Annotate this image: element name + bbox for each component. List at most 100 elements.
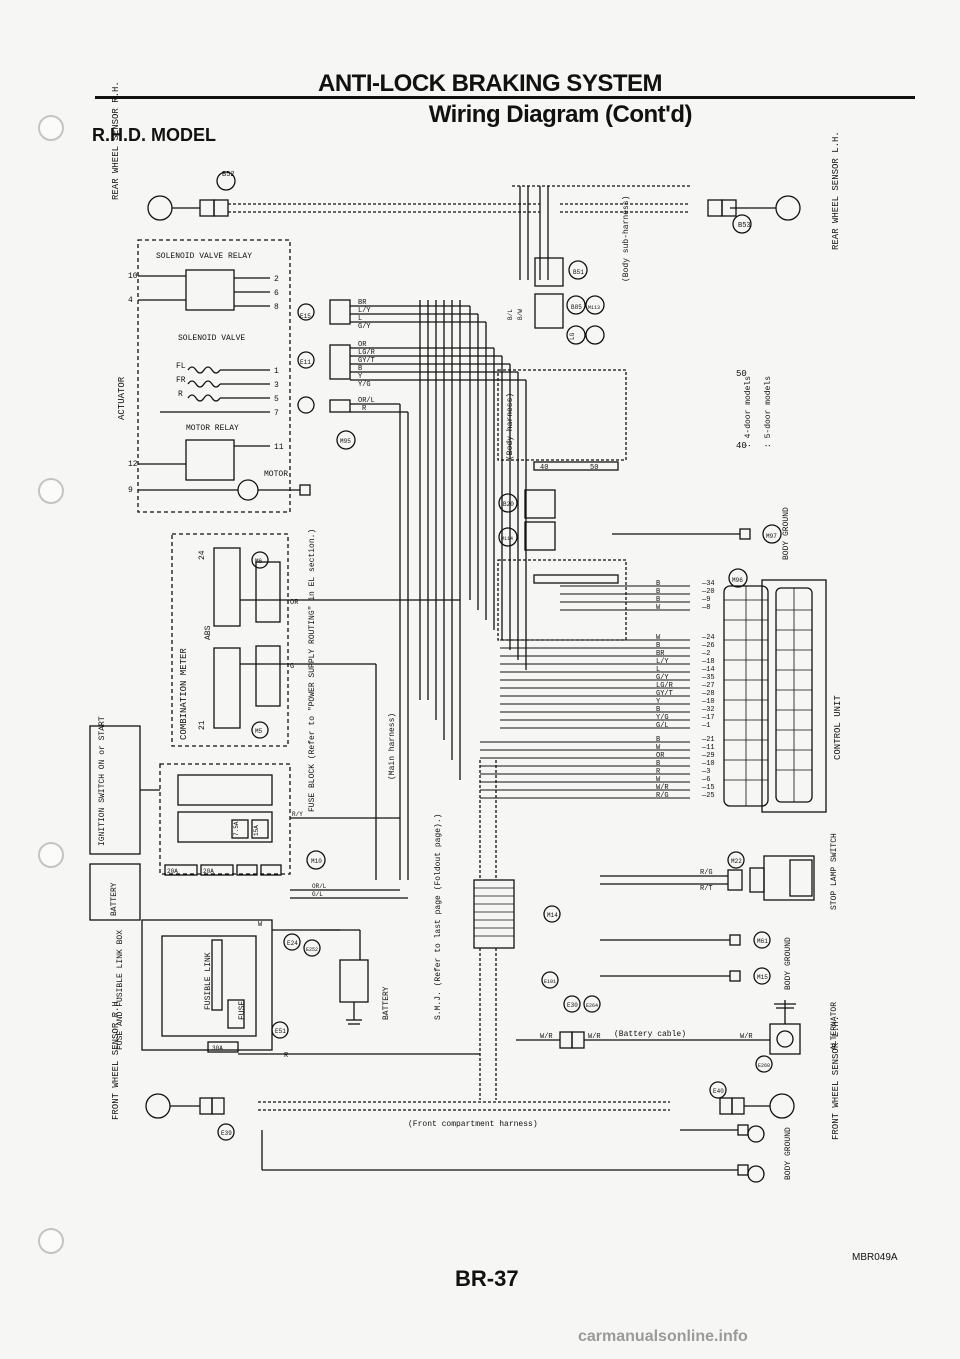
pin-color-10: LG/R bbox=[656, 682, 674, 690]
pin-number-15: —1 bbox=[701, 722, 710, 730]
actuator-pin-3: 3 bbox=[274, 381, 279, 390]
connector-m113-symbol bbox=[585, 295, 605, 315]
pin-number-23: —25 bbox=[701, 792, 715, 800]
pin-number-21: —6 bbox=[701, 776, 710, 784]
fuse-label: FUSE bbox=[238, 1001, 247, 1020]
pin-number-6: —2 bbox=[701, 650, 710, 658]
pin-number-18: —29 bbox=[701, 752, 715, 760]
model-label: R.H.D. MODEL bbox=[92, 125, 216, 145]
motor-label: MOTOR bbox=[264, 470, 288, 479]
actuator-pin-11: 11 bbox=[274, 443, 284, 452]
connector-b53-label: B53 bbox=[738, 222, 751, 230]
pin-color-6: BR bbox=[656, 650, 665, 658]
pin-number-12: —10 bbox=[701, 698, 715, 706]
title-rule bbox=[95, 96, 915, 99]
pin-color-20: R bbox=[656, 768, 661, 776]
wire-br: BR bbox=[358, 299, 367, 307]
wire-l: L bbox=[358, 315, 362, 323]
wire-fl-w: W bbox=[258, 921, 263, 929]
actuator-pin-7: 7 bbox=[274, 409, 279, 418]
connector-b85-symbol bbox=[566, 295, 586, 315]
connector-b20-label: B20 bbox=[503, 501, 514, 508]
pin-color-2: B bbox=[656, 596, 660, 604]
actuator-pin-8: 8 bbox=[274, 303, 279, 312]
wire-stop-rt: R/T bbox=[700, 885, 713, 893]
fusible-link-box-label: FUSE AND FUSIBLE LINK BOX bbox=[116, 930, 125, 1050]
wire-alt-wr-2: W/R bbox=[588, 1033, 601, 1041]
connector-e51-label: E51 bbox=[275, 1028, 286, 1035]
wire-fuse-ry: R/Y bbox=[292, 811, 303, 818]
wire-meter-or: OR bbox=[290, 599, 299, 607]
connector-b52-label: B52 bbox=[222, 171, 235, 179]
stop-lamp-label: STOP LAMP SWITCH bbox=[830, 833, 839, 910]
pin-color-11: GY/T bbox=[656, 690, 673, 698]
wire-yg: Y/G bbox=[358, 381, 371, 389]
pin-color-23: R/G bbox=[656, 792, 669, 800]
valve-fr-label: FR bbox=[176, 376, 186, 385]
connector-b85-label: B85 bbox=[571, 304, 582, 311]
smj-label: S.M.J. (Refer to last page (Foldout page… bbox=[434, 814, 443, 1020]
wire-b: B bbox=[358, 365, 362, 373]
pin-color-0: B bbox=[656, 580, 660, 588]
wire-lgr: LG/R bbox=[358, 349, 376, 357]
pin-number-13: —32 bbox=[701, 706, 715, 714]
connector-m97-label: M97 bbox=[766, 533, 777, 540]
control-unit-pin-list: B—34B—20B—9W—8W—24B—26BR—2L/Y—18L—14G/Y—… bbox=[656, 580, 715, 800]
battery-cable-label: (Battery cable) bbox=[614, 1030, 686, 1039]
pin-color-12: Y bbox=[656, 698, 661, 706]
wire-lg: LG bbox=[569, 332, 576, 340]
binder-hole-3 bbox=[38, 842, 64, 868]
pin-color-18: OR bbox=[656, 752, 665, 760]
fuse-15a: 15A bbox=[253, 825, 260, 836]
solenoid-relay-label: SOLENOID VALVE RELAY bbox=[156, 252, 252, 261]
control-unit-label: CONTROL UNIT bbox=[833, 695, 843, 760]
pin-color-3: W bbox=[656, 604, 661, 612]
connector-e39-label: E39 bbox=[221, 1130, 232, 1137]
wire-fuse-gl: G/L bbox=[312, 891, 323, 898]
body-harness-label: (Body harness) bbox=[506, 393, 515, 460]
connector-e30-label: E30 bbox=[567, 1002, 578, 1009]
pin-color-7: L/Y bbox=[656, 658, 669, 666]
connector-e15-label: E15 bbox=[300, 313, 311, 320]
connector-e101-label: E101 bbox=[544, 979, 556, 985]
pin-color-19: B bbox=[656, 760, 660, 768]
actuator-pin-10: 10 bbox=[128, 272, 138, 281]
connector-m14-label: M14 bbox=[547, 912, 558, 919]
pin-color-15: G/L bbox=[656, 722, 669, 730]
pin-number-17: —11 bbox=[701, 744, 715, 752]
wire-y: Y bbox=[358, 373, 363, 381]
actuator-box bbox=[137, 239, 291, 513]
pin-number-3: —8 bbox=[701, 604, 710, 612]
front-sensor-lh-label: FRONT WHEEL SENSOR L.H. bbox=[831, 1016, 841, 1140]
connector-m15-label: M15 bbox=[757, 974, 768, 981]
motor-relay-label: MOTOR RELAY bbox=[186, 424, 239, 433]
wire-orl: OR/L bbox=[358, 397, 375, 405]
connector-e264-label: E264 bbox=[586, 1003, 598, 1009]
fuse-75a: 7.5A bbox=[233, 821, 240, 836]
pin-number-0: —34 bbox=[701, 580, 715, 588]
front-harness-label: (Front compartment harness) bbox=[408, 1120, 538, 1129]
pin-number-5: —26 bbox=[701, 642, 715, 650]
body-harness-code-50: 50 bbox=[590, 464, 598, 472]
pin-number-19: —10 bbox=[701, 760, 715, 768]
wire-or: OR bbox=[358, 341, 367, 349]
binder-hole-4 bbox=[38, 1228, 64, 1254]
wire-bl: B/L bbox=[507, 309, 514, 320]
wire-r: R bbox=[362, 405, 367, 413]
connector-m6-label: M6 bbox=[255, 558, 263, 565]
actuator-pin-5: 5 bbox=[274, 395, 279, 404]
rear-sensor-rh-symbol bbox=[147, 195, 173, 221]
connector-m114-label: M114 bbox=[501, 536, 513, 542]
fuse-30a: 30A bbox=[212, 1045, 223, 1052]
front-sensor-rh-label: FRONT WHEEL SENSOR R.H. bbox=[111, 996, 121, 1120]
figure-reference: MBR049A bbox=[852, 1252, 898, 1263]
connector-b51-symbol bbox=[568, 260, 588, 280]
pin-number-1: —20 bbox=[701, 588, 715, 596]
rear-sensor-rh-label: REAR WHEEL SENSOR R.H. bbox=[111, 81, 121, 200]
valve-r-label: R bbox=[178, 390, 183, 399]
pin-color-13: B bbox=[656, 706, 660, 714]
connector-e11-label: E11 bbox=[300, 359, 311, 366]
main-harness-label: (Main harness) bbox=[388, 713, 397, 780]
pin-color-16: B bbox=[656, 736, 660, 744]
connector-b51-label: B51 bbox=[573, 269, 584, 276]
